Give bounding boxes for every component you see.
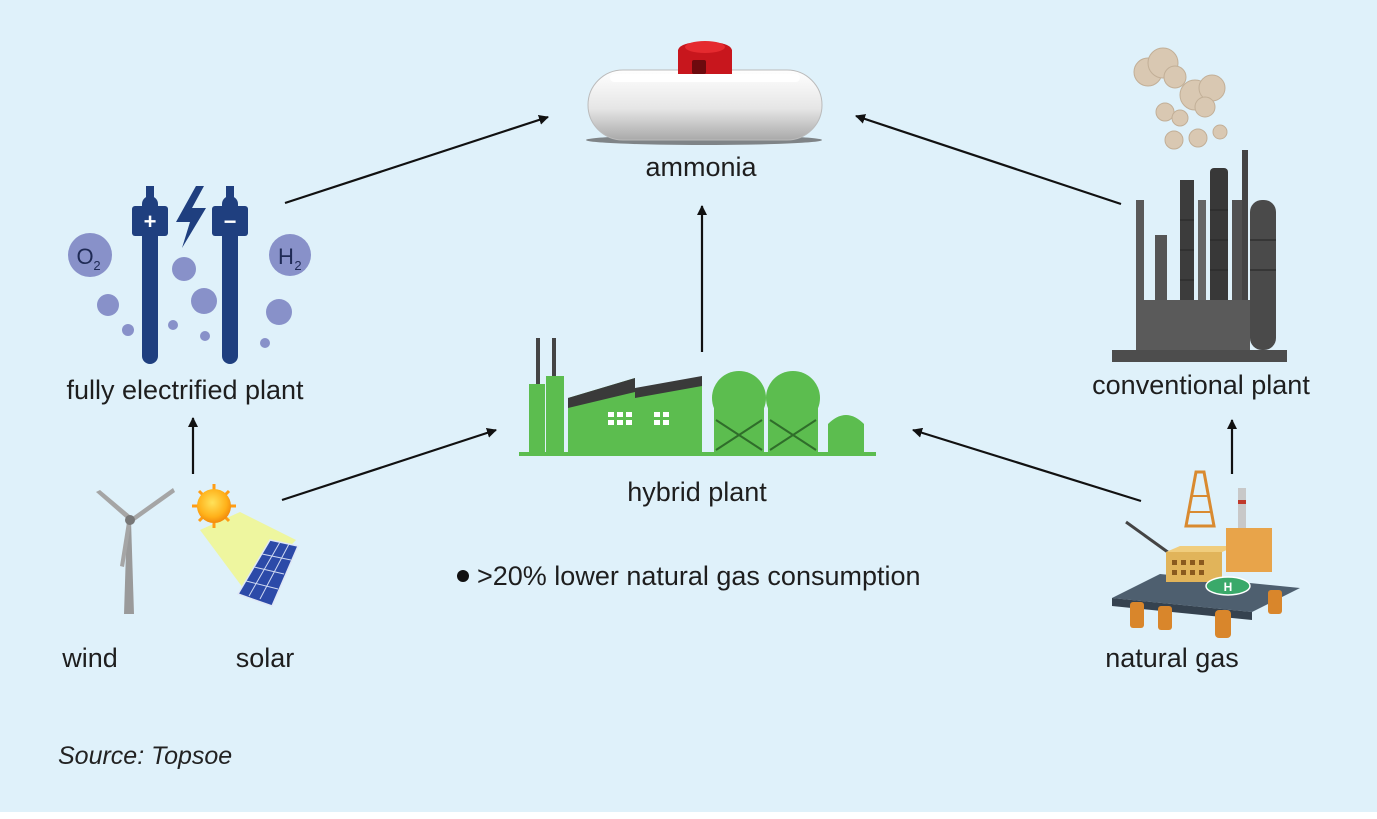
- arrows: [188, 114, 1237, 503]
- note-bullet: [457, 570, 469, 582]
- hydrogen-label: H: [278, 244, 294, 269]
- solar-panel-icon: [192, 484, 300, 607]
- hydrogen-subscript: 2: [294, 258, 301, 273]
- oxygen-subscript: 2: [93, 258, 100, 273]
- refinery-icon: [1112, 47, 1287, 362]
- wind-label: wind: [62, 643, 118, 673]
- electrified-plant-label: fully electrified plant: [66, 375, 304, 405]
- plus-sign: +: [144, 209, 157, 234]
- solar-label: solar: [235, 643, 295, 673]
- ammonia-label: ammonia: [645, 152, 757, 182]
- ammonia-tank-icon: [586, 41, 823, 145]
- arrow-renewables-to-hybrid: [281, 428, 497, 502]
- arrow-electrified-to-ammonia: [284, 115, 549, 205]
- source-credit: Source: Topsoe: [58, 742, 233, 770]
- arrow-conventional-to-ammonia: [855, 114, 1122, 206]
- arrow-gas-to-hybrid: [912, 427, 1142, 503]
- helipad-label: H: [1224, 580, 1233, 594]
- minus-sign: −: [224, 209, 237, 234]
- electrolyser-icon: [68, 186, 311, 364]
- natural-gas-label: natural gas: [1105, 643, 1239, 673]
- gas-consumption-note: >20% lower natural gas consumption: [477, 561, 921, 591]
- hybrid-plant-icon: [519, 338, 876, 456]
- hybrid-plant-label: hybrid plant: [627, 477, 767, 507]
- wind-turbine-icon: [96, 488, 175, 614]
- oxygen-label: O: [76, 244, 93, 269]
- conventional-plant-label: conventional plant: [1092, 370, 1310, 400]
- gas-platform-icon: [1112, 470, 1300, 638]
